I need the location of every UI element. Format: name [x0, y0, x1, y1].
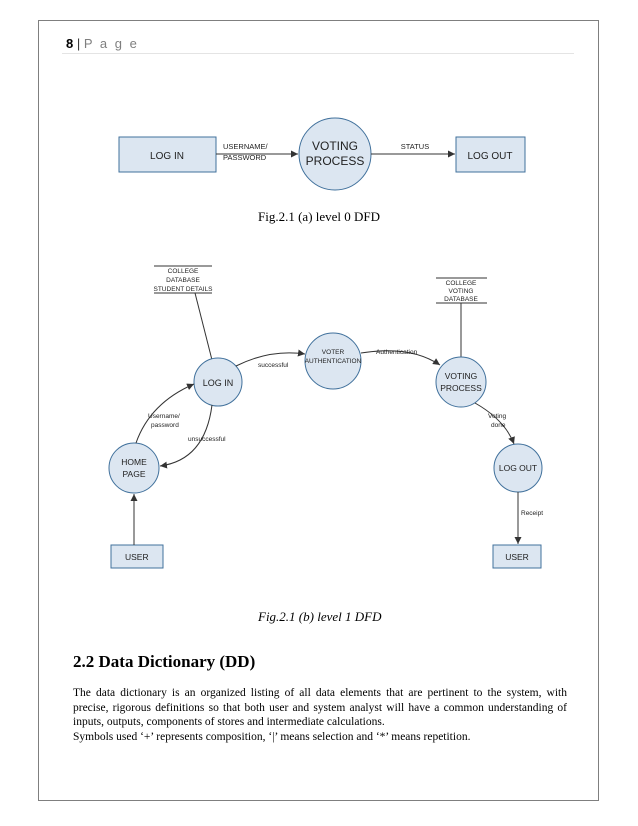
section-title: 2.2 Data Dictionary (DD)	[73, 652, 256, 671]
level1-voting-label-2: PROCESS	[440, 383, 482, 393]
level1-login-process	[193, 357, 243, 407]
paragraph-symbols: Symbols used ‘+’ represents composition,…	[73, 730, 471, 743]
store-voting-label-2: VOTING	[449, 288, 474, 295]
level0-process-label-1: VOTING	[312, 139, 358, 153]
level0-process-label-2: PROCESS	[306, 154, 365, 168]
level0-flow-status-label: STATUS	[401, 142, 429, 151]
flow-unsuccessful-label: unsuccessful	[188, 436, 226, 443]
header-rule	[62, 53, 574, 54]
store-voting-label-1: COLLEGE	[446, 280, 477, 287]
header-separator: |	[76, 36, 81, 51]
level1-home-label-1: HOME	[121, 457, 147, 467]
level1-voter-authentication	[304, 332, 362, 390]
store-college-label-2: DATABASE	[166, 277, 200, 284]
level0-login-label: LOG IN	[150, 151, 184, 162]
level1-caption: Fig.2.1 (b) level 1 DFD	[258, 609, 382, 624]
flow-voting-to-logout	[474, 402, 515, 445]
store-college-label-3: STUDENT DETAILS	[154, 286, 214, 293]
page-header: 8 | P a g e	[66, 36, 139, 51]
level1-user-left-box	[110, 544, 164, 569]
level1-voting-process	[435, 356, 487, 408]
level1-home-label-2: PAGE	[123, 469, 146, 479]
flow-login-to-home	[159, 404, 213, 469]
level1-home-page	[108, 442, 160, 494]
section-body: The data dictionary is an organized list…	[73, 686, 567, 744]
level1-user-right-label: USER	[505, 552, 529, 562]
flow-username-label-2: password	[151, 422, 179, 429]
level0-flow-credentials-label-2: PASSWORD	[223, 153, 267, 162]
page-word: P a g e	[83, 36, 139, 51]
store-college-label-1: COLLEGE	[168, 268, 199, 275]
paragraph-definition: The data dictionary is an organized list…	[73, 687, 567, 728]
store-voting-label-3: DATABASE	[444, 296, 478, 303]
level1-auth-label-2: AUTHENTICATION	[305, 358, 362, 365]
flow-login-to-auth	[235, 349, 306, 367]
level1-user-right-box	[492, 544, 542, 569]
page-number: 8	[66, 36, 74, 51]
level1-dfd: COLLEGE DATABASE STUDENT DETAILS COLLEGE…	[108, 265, 543, 569]
flow-voting-done-label-2: done	[491, 422, 506, 429]
flow-home-to-login	[135, 383, 195, 444]
level1-logout-label: LOG OUT	[499, 463, 537, 473]
level0-login-box	[118, 136, 217, 173]
level0-caption: Fig.2.1 (a) level 0 DFD	[258, 209, 381, 224]
level1-user-left-label: USER	[125, 552, 149, 562]
level1-login-label: LOG IN	[203, 378, 234, 388]
flow-auth-to-voting	[360, 350, 441, 366]
level1-voting-label-1: VOTING	[445, 371, 478, 381]
level0-logout-label: LOG OUT	[467, 151, 512, 162]
level0-flow-credentials-label-1: USERNAME/	[223, 142, 269, 151]
flow-username-label-1: Username/	[148, 413, 180, 420]
page-frame	[38, 20, 599, 801]
flow-successful-label: successful	[258, 362, 289, 369]
flow-authentication-label: Authentication	[376, 349, 418, 356]
level0-dfd: LOG IN USERNAME/ PASSWORD VOTING PROCESS…	[118, 117, 526, 191]
level0-logout-box	[455, 136, 526, 173]
flow-voting-done-label-1: Voting	[488, 413, 506, 420]
level1-auth-label-1: VOTER	[322, 349, 345, 356]
line-store-to-login	[194, 292, 213, 361]
flow-receipt-label: Receipt	[521, 510, 543, 517]
